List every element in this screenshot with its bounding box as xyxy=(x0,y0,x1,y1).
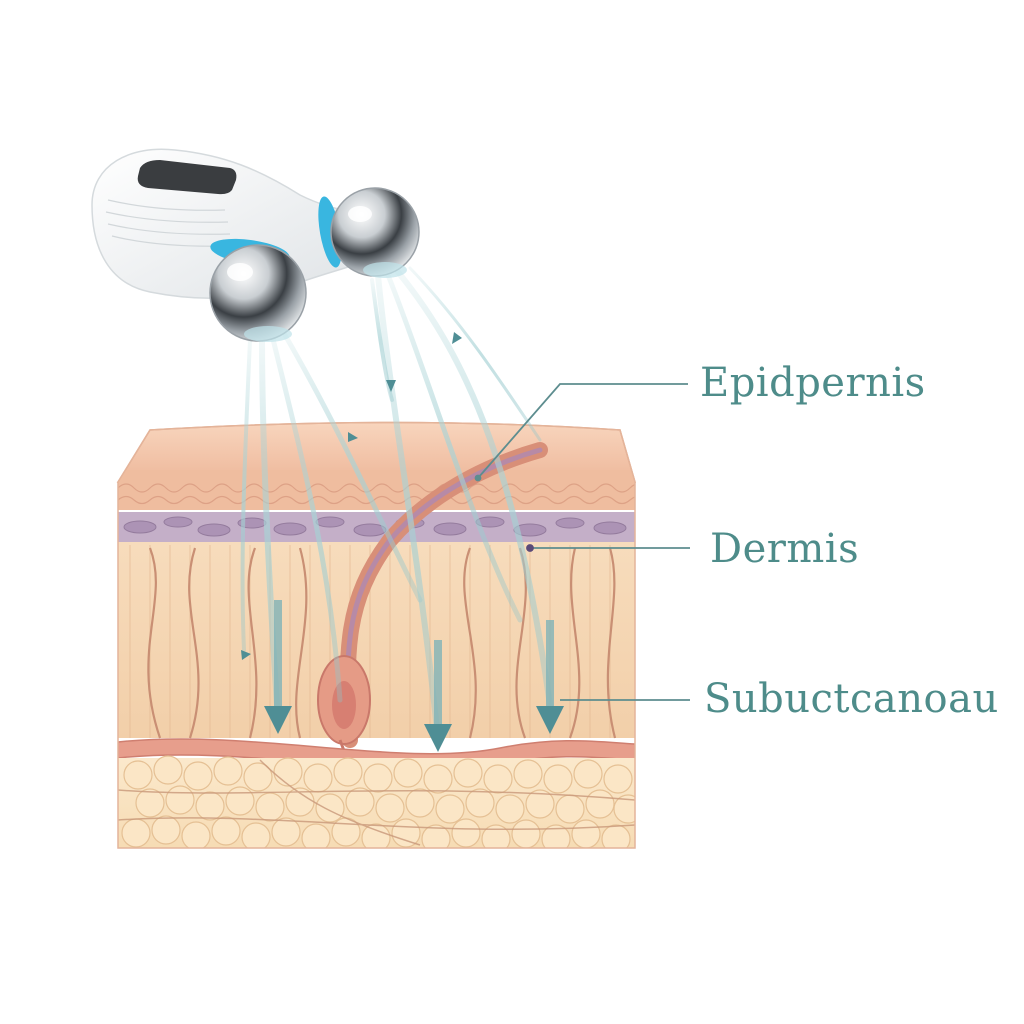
arrow-down-icon xyxy=(424,640,452,752)
roller-ball-upper xyxy=(330,187,420,277)
label-subcutaneous: Subuctcanoau xyxy=(704,676,999,722)
vascular-cells xyxy=(123,516,627,537)
energy-arrows xyxy=(241,332,564,752)
fat-cells xyxy=(121,755,635,848)
arrow-small-icon xyxy=(241,650,251,660)
roller-glow xyxy=(363,262,407,278)
face-massage-roller-icon xyxy=(91,148,420,342)
label-epidermis: Epidpernis xyxy=(700,360,926,406)
arrow-down-icon xyxy=(264,600,292,734)
skin-block xyxy=(116,421,636,849)
arrow-small-icon xyxy=(386,380,396,392)
roller-highlight xyxy=(348,206,372,222)
roller-highlight xyxy=(227,263,253,281)
roller-glow xyxy=(244,326,292,342)
energy-beams xyxy=(240,266,555,743)
leader-epidermis-dot xyxy=(474,474,482,482)
leader-lines xyxy=(474,383,690,701)
label-dermis: Dermis xyxy=(710,526,860,572)
device-display xyxy=(137,160,237,195)
epidermis-cells xyxy=(118,483,635,505)
arrow-down-icon xyxy=(536,620,564,734)
fat-fibers xyxy=(118,759,635,846)
arrow-small-icon xyxy=(348,432,358,442)
arrow-small-icon xyxy=(452,332,462,344)
roller-ball-lower xyxy=(209,244,307,342)
leader-epidermis xyxy=(477,383,688,479)
skin-block-outline xyxy=(117,421,636,849)
leader-dermis-dot xyxy=(526,544,534,552)
